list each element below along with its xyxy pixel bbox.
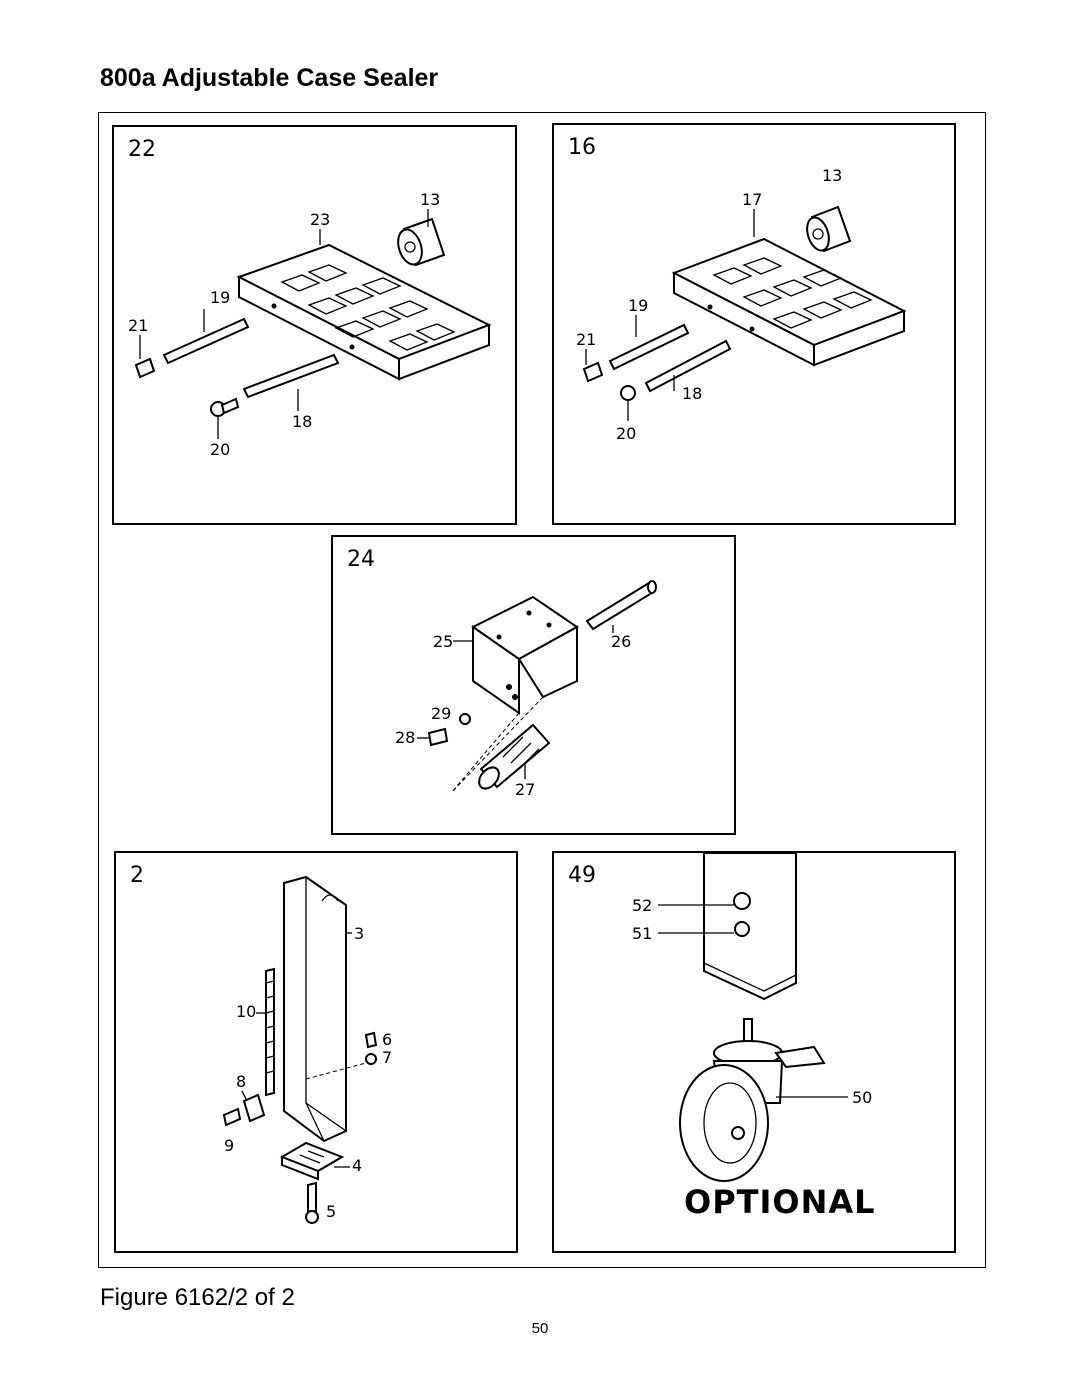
shaft-part — [582, 323, 732, 401]
page-number: 50 — [531, 1320, 549, 1337]
callout-3: 3 — [354, 924, 364, 943]
leg-channel-part — [283, 875, 347, 1143]
figure-frame — [98, 112, 986, 1268]
lock-washer-part — [734, 921, 750, 937]
screw-part — [427, 727, 449, 747]
caster-part — [679, 1018, 826, 1182]
panel-24: 24 25 26 29 28 27 — [331, 535, 736, 835]
page-title: 800a Adjustable Case Sealer — [100, 64, 439, 92]
shaft-part — [134, 317, 340, 417]
callout-19: 19 — [210, 288, 230, 307]
panel-2-drawing: 3 10 6 7 8 9 4 5 — [222, 875, 392, 1224]
panel-22: 22 — [112, 125, 517, 525]
callout-29: 29 — [431, 704, 451, 723]
callout-5: 5 — [326, 1202, 336, 1221]
panel-22-label: 22 — [128, 137, 156, 162]
panel-16: 16 — [552, 123, 956, 525]
callout-6: 6 — [382, 1030, 392, 1049]
callout-13: 13 — [420, 190, 440, 209]
callout-7: 7 — [382, 1048, 392, 1067]
callout-51: 51 — [632, 924, 652, 943]
roller-part — [806, 205, 852, 253]
figure-caption: Figure 6162/2 of 2 — [100, 1284, 295, 1311]
callout-52: 52 — [632, 896, 652, 915]
callout-25: 25 — [433, 632, 453, 651]
callout-20: 20 — [210, 440, 230, 459]
callout-19: 19 — [628, 296, 648, 315]
callout-23: 23 — [310, 210, 330, 229]
panel-49-drawing: 52 51 50 OPTIONAL — [632, 853, 876, 1221]
nut-part — [733, 892, 751, 910]
nut-part — [364, 1031, 378, 1049]
panel-2: 2 3 10 6 7 8 9 4 5 — [114, 851, 518, 1253]
pin-part — [585, 580, 657, 631]
panel-2-label: 2 — [130, 863, 144, 888]
callout-50: 50 — [852, 1088, 872, 1107]
plate-part — [236, 243, 492, 381]
callout-26: 26 — [611, 632, 631, 651]
callout-18: 18 — [682, 384, 702, 403]
washer-part — [459, 713, 471, 725]
panel-24-label: 24 — [347, 547, 375, 572]
bolt-part — [307, 1181, 317, 1215]
clamp-part — [242, 1093, 266, 1123]
callout-18: 18 — [292, 412, 312, 431]
callout-8: 8 — [236, 1072, 246, 1091]
callout-13: 13 — [822, 166, 842, 185]
scale-part — [265, 967, 275, 1097]
callout-4: 4 — [352, 1156, 362, 1175]
callout-21: 21 — [576, 330, 596, 349]
callout-21: 21 — [128, 316, 148, 335]
panel-22-drawing: 13 23 19 21 18 20 — [128, 190, 492, 459]
callout-17: 17 — [742, 190, 762, 209]
knurled-roller-part — [478, 723, 551, 790]
callout-27: 27 — [515, 780, 535, 799]
panel-49-label: 49 — [568, 863, 596, 888]
panel-24-drawing: 25 26 29 28 27 — [395, 580, 657, 799]
panel-16-drawing: 13 17 19 21 18 20 — [576, 166, 907, 443]
leg-tube-part — [703, 853, 797, 1001]
foot-pad-part — [279, 1141, 345, 1181]
callout-28: 28 — [395, 728, 415, 747]
callout-20: 20 — [616, 424, 636, 443]
bracket-part — [471, 595, 579, 715]
optional-label: OPTIONAL — [684, 1183, 876, 1221]
roller-part — [397, 217, 446, 267]
panel-16-label: 16 — [568, 135, 596, 160]
washer-part — [365, 1053, 377, 1065]
bolt-head — [305, 1210, 319, 1224]
panel-49: 49 52 51 50 OPTIONAL — [552, 851, 956, 1253]
callout-10: 10 — [236, 1002, 256, 1021]
plate-part — [671, 237, 907, 367]
knob-part — [222, 1107, 242, 1127]
callout-9: 9 — [224, 1136, 234, 1155]
